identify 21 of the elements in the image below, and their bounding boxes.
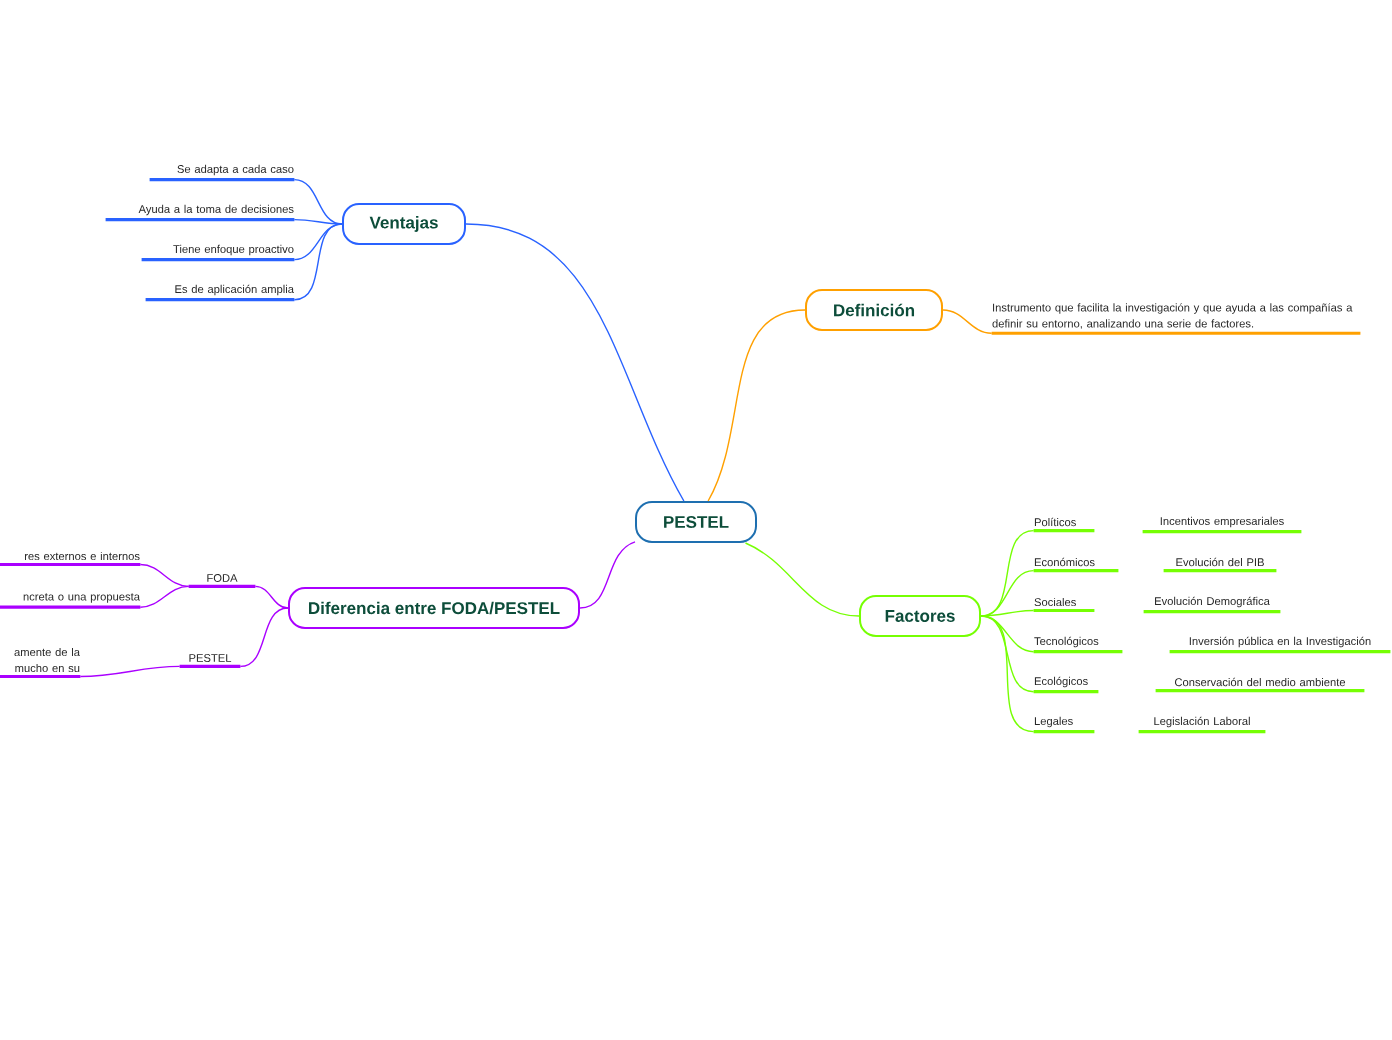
connector <box>980 569 1035 617</box>
connector <box>139 585 190 608</box>
connector <box>980 615 1035 733</box>
topic-box: Diferencia entre FODA/PESTEL <box>288 587 580 629</box>
connector <box>942 309 993 334</box>
connector <box>744 542 860 617</box>
topic-box: Definición <box>805 289 943 331</box>
connector <box>980 609 1035 617</box>
connector <box>79 665 181 678</box>
connector <box>293 223 343 301</box>
connector <box>707 309 806 502</box>
connector <box>579 541 636 609</box>
topic-box: Factores <box>859 595 981 637</box>
connector <box>293 218 343 225</box>
connector <box>293 178 343 225</box>
connector <box>254 585 289 609</box>
connector <box>239 607 289 668</box>
connector <box>465 223 685 502</box>
topic-box: PESTEL <box>635 501 757 543</box>
connector <box>139 563 190 588</box>
topic-box: Ventajas <box>342 203 466 245</box>
